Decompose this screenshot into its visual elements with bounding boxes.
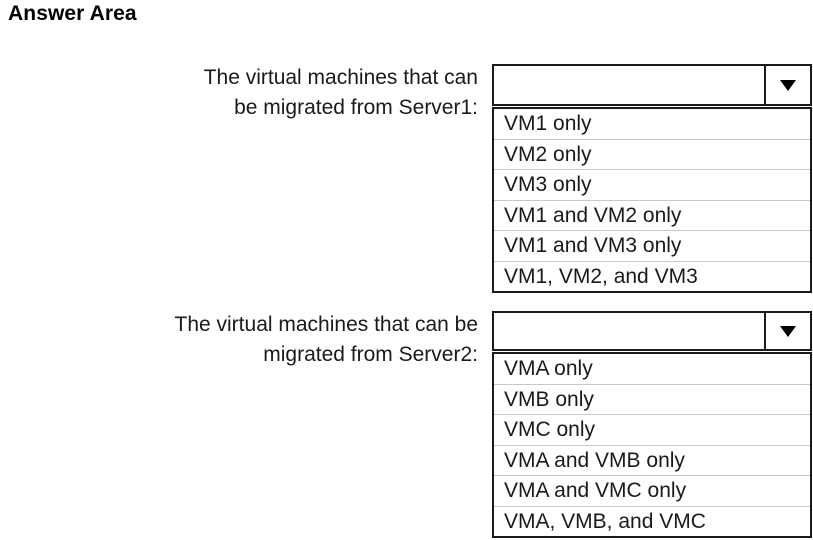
question-1-option-4[interactable]: VM1 and VM3 only <box>494 231 810 262</box>
question-1-option-0[interactable]: VM1 only <box>494 109 810 140</box>
question-2-option-5[interactable]: VMA, VMB, and VMC <box>494 506 810 536</box>
question-2-dropdown-value[interactable] <box>494 313 764 349</box>
chevron-down-icon <box>780 325 796 337</box>
question-2-dropdown-toggle[interactable] <box>764 313 810 349</box>
question-1-option-5[interactable]: VM1, VM2, and VM3 <box>494 261 810 291</box>
question-1-option-3[interactable]: VM1 and VM2 only <box>494 200 810 231</box>
question-1-option-list[interactable]: VM1 only VM2 only VM3 only VM1 and VM2 o… <box>492 107 812 293</box>
chevron-down-icon <box>780 79 796 91</box>
question-1-dropdown[interactable] <box>492 64 812 106</box>
question-1-dropdown-toggle[interactable] <box>764 66 810 104</box>
question-1-option-2[interactable]: VM3 only <box>494 170 810 201</box>
question-2-label-line-2: migrated from Server2: <box>263 343 478 366</box>
question-1-dropdown-value[interactable] <box>494 66 764 104</box>
page-title: Answer Area <box>8 2 137 25</box>
question-2-dropdown[interactable] <box>492 311 812 351</box>
question-2-option-3[interactable]: VMA and VMB only <box>494 445 810 476</box>
question-2-option-list[interactable]: VMA only VMB only VMC only VMA and VMB o… <box>492 352 812 538</box>
question-2-option-2[interactable]: VMC only <box>494 415 810 446</box>
question-1-label-line-2: be migrated from Server1: <box>234 96 478 119</box>
question-2-option-1[interactable]: VMB only <box>494 384 810 415</box>
question-2-option-4[interactable]: VMA and VMC only <box>494 476 810 507</box>
question-2-label-line-1: The virtual machines that can be <box>174 313 479 336</box>
question-1-option-1[interactable]: VM2 only <box>494 139 810 170</box>
question-2-option-0[interactable]: VMA only <box>494 354 810 385</box>
question-1-label-line-1: The virtual machines that can <box>203 66 478 89</box>
